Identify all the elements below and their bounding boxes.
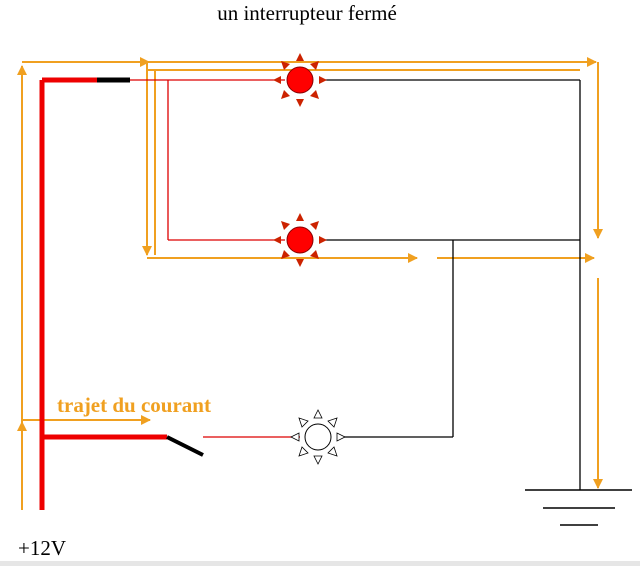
ground-icon bbox=[525, 489, 632, 526]
bottom-border bbox=[0, 561, 640, 566]
supply-wires bbox=[39, 77, 300, 510]
lamp-middle-icon bbox=[273, 213, 327, 267]
current-path-label: trajet du courant bbox=[57, 393, 211, 417]
return-wires bbox=[323, 79, 581, 490]
diagram-title: un interrupteur fermé bbox=[217, 1, 397, 25]
supply-voltage-label: +12V bbox=[18, 536, 66, 560]
lamp-top-icon bbox=[273, 53, 327, 107]
lamp-bottom-icon bbox=[290, 409, 346, 465]
current-path-arrows bbox=[17, 57, 603, 510]
switch-icon bbox=[166, 435, 204, 457]
